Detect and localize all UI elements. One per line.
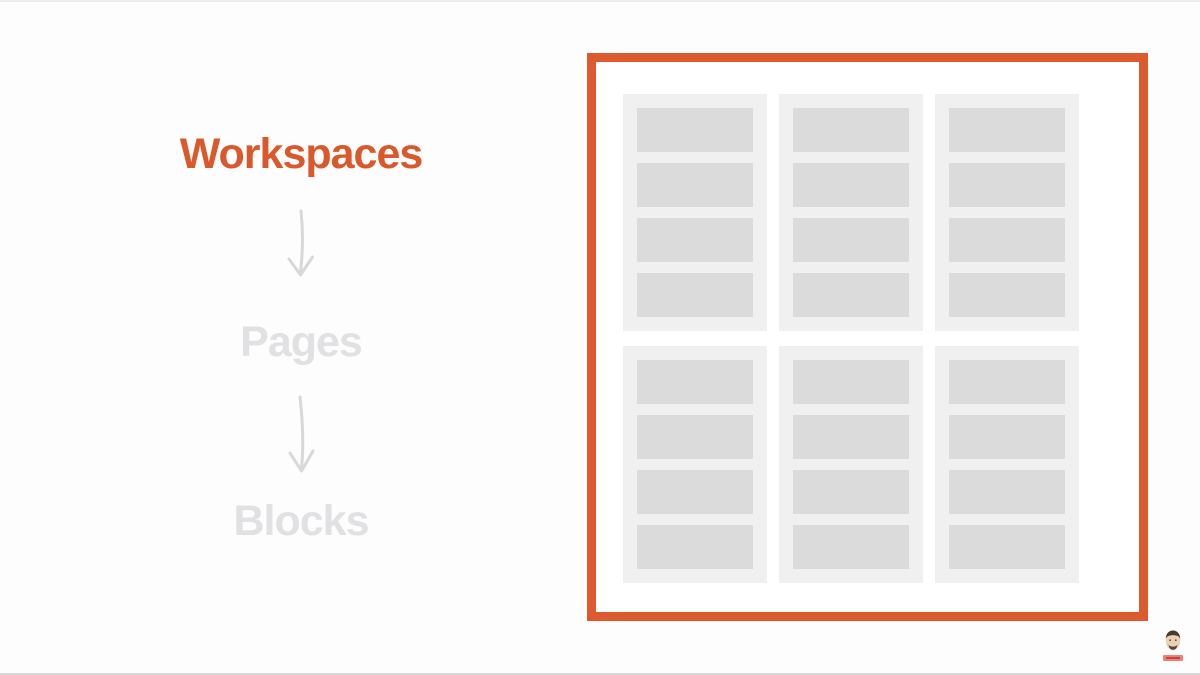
- page-panel: [779, 94, 923, 331]
- block-bar: [793, 360, 909, 404]
- block-bar: [793, 525, 909, 569]
- block-bar: [637, 360, 753, 404]
- down-arrow-icon: [287, 209, 314, 277]
- pages-grid: [623, 94, 1079, 583]
- block-bar: [949, 108, 1065, 152]
- block-bar: [637, 470, 753, 514]
- block-bar: [949, 470, 1065, 514]
- down-arrow-icon: [288, 395, 315, 473]
- block-bar: [637, 218, 753, 262]
- block-bar: [793, 415, 909, 459]
- logo-badge: [1163, 655, 1183, 661]
- block-bar: [793, 218, 909, 262]
- block-bar: [793, 108, 909, 152]
- block-bar: [637, 415, 753, 459]
- block-bar: [637, 163, 753, 207]
- page-panel: [623, 94, 767, 331]
- hierarchy-label-blocks: Blocks: [233, 497, 369, 545]
- avatar-logo: [1161, 628, 1185, 664]
- block-bar: [793, 273, 909, 317]
- top-edge-line: [0, 0, 1200, 2]
- block-bar: [637, 108, 753, 152]
- page-panel: [935, 94, 1079, 331]
- workspace-container-box: [587, 53, 1148, 621]
- page-panel: [935, 346, 1079, 583]
- block-bar: [793, 163, 909, 207]
- block-bar: [949, 525, 1065, 569]
- face-icon: [1165, 630, 1181, 651]
- block-bar: [793, 470, 909, 514]
- block-bar: [949, 415, 1065, 459]
- block-bar: [949, 360, 1065, 404]
- bottom-edge-line: [0, 673, 1200, 675]
- hierarchy-label-pages: Pages: [240, 318, 363, 366]
- block-bar: [949, 273, 1065, 317]
- hierarchy-column: Workspaces Pages Blocks: [101, 130, 501, 545]
- page-panel: [623, 346, 767, 583]
- page-panel: [779, 346, 923, 583]
- block-bar: [949, 218, 1065, 262]
- block-bar: [637, 273, 753, 317]
- block-bar: [637, 525, 753, 569]
- logo-badge-text-mark: [1166, 657, 1180, 659]
- hierarchy-label-workspaces: Workspaces: [179, 130, 424, 178]
- block-bar: [949, 163, 1065, 207]
